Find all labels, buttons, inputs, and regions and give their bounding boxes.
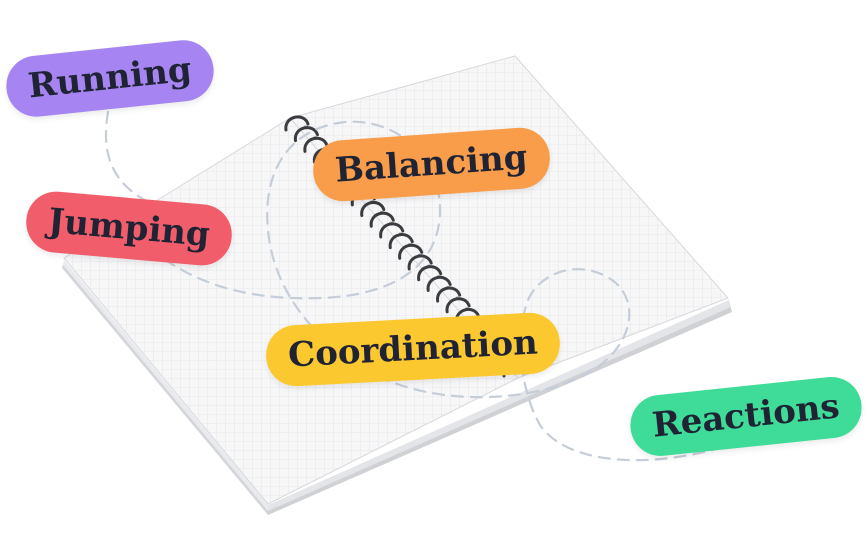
spiral-ring [388, 233, 414, 250]
spiral-ring [426, 275, 452, 292]
spiral-ring [360, 201, 386, 218]
spiral-ring [436, 286, 462, 303]
spiral-ring [417, 265, 443, 282]
spiral-ring [293, 126, 319, 143]
spiral-ring [284, 115, 310, 132]
spiral-ring [303, 136, 329, 153]
spiral-ring [398, 243, 424, 260]
spiral-ring [445, 297, 471, 314]
spiral-ring [379, 222, 405, 239]
spiral-ring [407, 254, 433, 271]
notebook-page-stack [62, 260, 732, 515]
spiral-ring [369, 211, 395, 228]
